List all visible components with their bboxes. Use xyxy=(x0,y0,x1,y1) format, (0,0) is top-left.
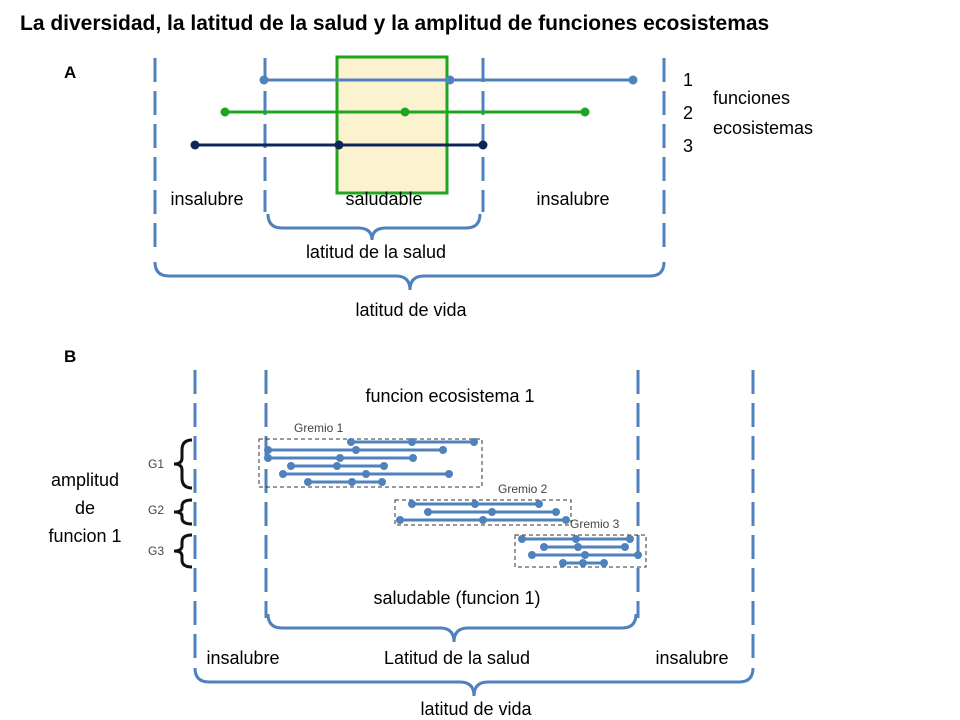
line-number-2: 2 xyxy=(683,103,693,123)
g3-label: G3 xyxy=(148,544,164,558)
guild-2-label: Gremio 2 xyxy=(498,482,548,496)
functions-label-line1: funciones xyxy=(713,88,790,108)
function-line-3 xyxy=(190,140,488,150)
zone-center-label: saludable xyxy=(345,189,422,209)
amplitude-label-line1: amplitud xyxy=(51,470,119,490)
g2-label: G2 xyxy=(148,503,164,517)
guild-3-label: Gremio 3 xyxy=(570,517,620,531)
function-title: funcion ecosistema 1 xyxy=(365,386,534,406)
line-number-3: 3 xyxy=(683,136,693,156)
g1-label: G1 xyxy=(148,457,164,471)
health-latitude-bracket xyxy=(266,613,638,643)
guild-2-lines xyxy=(396,500,570,524)
healthy-function-label: saludable (funcion 1) xyxy=(373,588,540,608)
amplitude-label-line3: funcion 1 xyxy=(48,526,121,546)
zone-right-label: insalubre xyxy=(655,648,728,668)
guild-1-label: Gremio 1 xyxy=(294,421,344,435)
amplitude-label-line2: de xyxy=(75,498,95,518)
functions-label-line2: ecosistemas xyxy=(713,118,813,138)
guild-3-box xyxy=(514,534,647,568)
guild-2-box xyxy=(394,499,572,526)
zone-right-label: insalubre xyxy=(536,189,609,209)
g2-brace xyxy=(173,498,193,526)
guild-1-box xyxy=(258,438,483,488)
guild-3-lines xyxy=(518,535,642,567)
health-latitude-label: latitud de la salud xyxy=(306,242,446,262)
life-latitude-label: latitud de vida xyxy=(355,300,467,320)
life-latitude-label: latitud de vida xyxy=(420,699,532,719)
panel-b-label: B xyxy=(64,347,76,366)
health-latitude-bracket xyxy=(266,213,482,241)
g1-brace xyxy=(173,438,193,490)
life-latitude-bracket xyxy=(153,261,666,291)
zone-left-label: insalubre xyxy=(170,189,243,209)
life-latitude-bracket xyxy=(193,667,755,697)
panel-b: B funcion ecosistema 1 Gremio 1 Gremio 2… xyxy=(48,347,755,719)
g3-brace xyxy=(173,533,193,569)
panel-a: A 1 2 3 funciones xyxy=(64,55,813,320)
guild-1-lines xyxy=(264,438,478,486)
zone-center-label: Latitud de la salud xyxy=(384,648,530,668)
function-line-1 xyxy=(259,75,638,85)
line-number-1: 1 xyxy=(683,70,693,90)
diagram-title: La diversidad, la latitud de la salud y … xyxy=(20,12,769,35)
zone-left-label: insalubre xyxy=(206,648,279,668)
function-line-2 xyxy=(220,107,590,117)
panel-a-label: A xyxy=(64,63,76,82)
healthy-zone-box xyxy=(335,55,449,195)
